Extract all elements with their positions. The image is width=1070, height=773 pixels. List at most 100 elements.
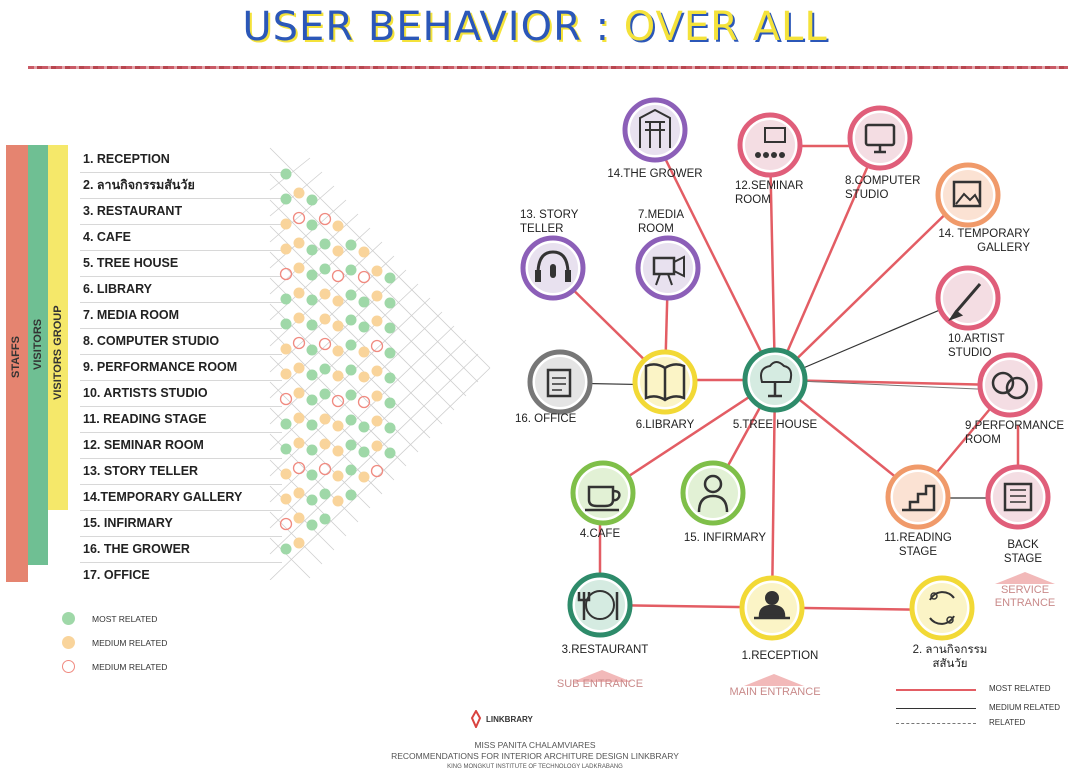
matrix-dot [345,339,357,351]
room-row: 13. STORY TELLER [80,458,282,485]
matrix-dot [319,513,331,525]
matrix-dot [306,194,318,206]
matrix-dot [293,312,305,324]
matrix-dot [332,370,344,382]
matrix-dot [306,294,318,306]
matrix-dot [293,237,305,249]
matrix-dot [279,517,293,531]
matrix-dot [358,246,370,258]
matrix-dot [293,487,305,499]
matrix-dot [319,263,331,275]
matrix-dot [332,295,344,307]
legend-item: RELATED [896,718,1066,730]
matrix-dot [371,390,383,402]
node-tree-house [742,347,808,413]
matrix-dot [345,314,357,326]
node-activity-yard [909,575,975,641]
matrix-dot [371,365,383,377]
matrix-dot [293,437,305,449]
title-part-1: USER BEHAVIOR : [242,4,624,50]
main-entrance-arrow-icon [744,674,804,686]
matrix-dot [358,346,370,358]
matrix-dot [280,443,292,455]
visitors-group-label: VISITORS GROUP [52,305,64,400]
matrix-dot [332,345,344,357]
matrix-dot [345,289,357,301]
footer-line-1: MISS PANITA CHALAMVIARES [474,740,596,750]
matrix-dot [293,512,305,524]
label-the-grower: 14.THE GROWER [607,168,703,180]
matrix-dot [279,392,293,406]
visitors-bar [28,145,48,565]
matrix-dot [306,344,318,356]
sub-entrance: SUB ENTRANCE [556,678,644,690]
matrix-dot [280,293,292,305]
matrix-dot [358,371,370,383]
matrix-dot [357,270,371,284]
staffs-label: STAFFS [10,336,22,378]
room-row: 6. LIBRARY [80,276,282,303]
matrix-dot [319,288,331,300]
matrix-dot [332,220,344,232]
matrix-dot [384,297,396,309]
matrix-dot [358,471,370,483]
matrix-dot [306,469,318,481]
matrix-dot [357,395,371,409]
matrix-dot [306,219,318,231]
node-reading-stage [885,464,951,530]
page-title: USER BEHAVIOR : OVER ALL [0,4,1070,50]
matrix-dot [332,245,344,257]
sub-entrance-arrow-icon [572,670,632,682]
node-seminar-room [737,112,803,178]
node-artist-studio [935,265,1001,331]
linkbrary-logo-icon [470,710,482,728]
matrix-dot [345,464,357,476]
matrix-dot [358,321,370,333]
matrix-dot [306,269,318,281]
red-ring-icon [62,660,75,673]
matrix-dot [318,337,332,351]
staffs-bar [6,145,28,582]
room-row: 15. INFIRMARY [80,510,282,537]
matrix-dot [292,461,306,475]
footer-line-2: RECOMMENDATIONS FOR INTERIOR ARCHITURE D… [391,751,679,761]
matrix-dot [319,413,331,425]
orange-dot-icon [62,636,75,649]
matrix-dot [345,489,357,501]
matrix-dot [306,369,318,381]
label-activity-yard: 2. ลานกิจกรรม สสันวัย [912,644,988,670]
matrix-dot [332,445,344,457]
matrix-dot [292,336,306,350]
matrix-dot [371,440,383,452]
label-reading-stage: 11.READING STAGE [884,532,952,558]
label-infirmary: 15. INFIRMARY [683,532,767,544]
node-restaurant [567,572,633,638]
matrix-dot [384,422,396,434]
footer-line-3: KING MONGKUT INSTITUTE OF TECHNOLOGY LAD… [447,764,623,770]
matrix-dot [319,438,331,450]
matrix-dot [384,347,396,359]
matrix-dot [293,262,305,274]
label-office: 16. OFFICE [515,413,577,425]
matrix-dot [280,218,292,230]
room-row: 4. CAFE [80,224,282,251]
matrix-dot [371,415,383,427]
label-reception: 1.RECEPTION [741,650,819,662]
brand-name: LINKBRARY [486,715,533,724]
bubble-diagram [520,97,1051,641]
matrix-dot [318,462,332,476]
matrix-dot [306,444,318,456]
matrix-dot [306,244,318,256]
matrix-dot [293,287,305,299]
node-performance-room [977,352,1043,418]
label-back-stage: BACK STAGE [1003,539,1043,565]
matrix-dot [318,212,332,226]
node-library [632,349,698,415]
matrix-dot [280,318,292,330]
visitors-label: VISITORS [32,318,44,370]
visitors-group-bar [48,145,68,510]
matrix-dot [384,322,396,334]
label-cafe: 4.CAFE [579,528,621,540]
node-back-stage [985,464,1051,530]
matrix-dot [331,394,345,408]
